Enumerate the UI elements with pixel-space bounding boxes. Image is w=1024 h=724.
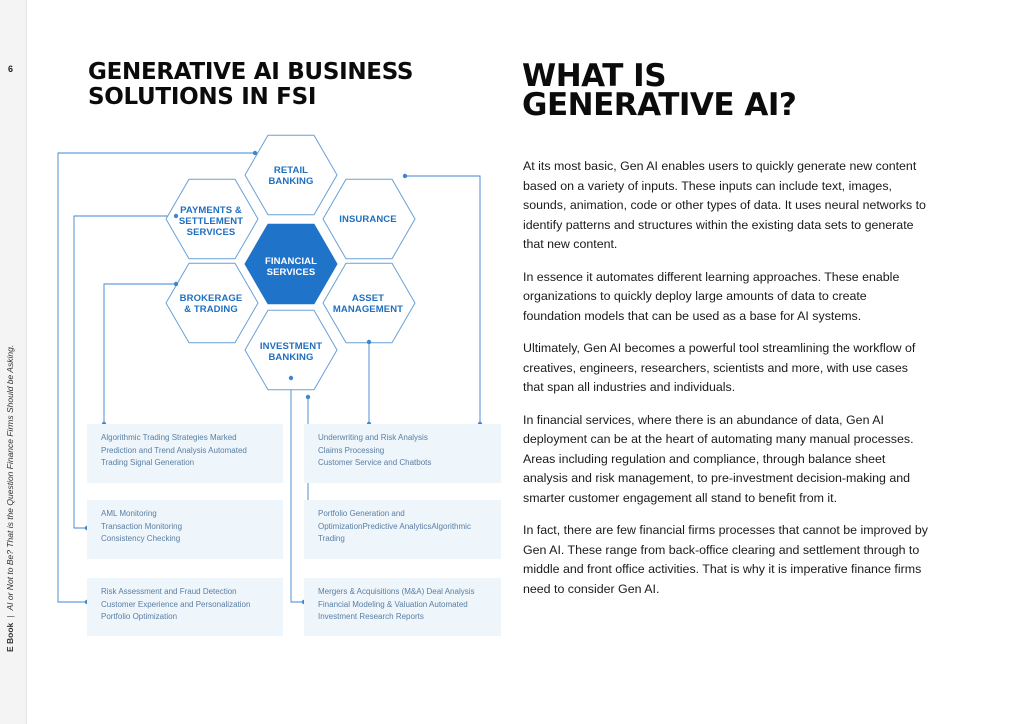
- connector-dot: [252, 150, 258, 156]
- hex-asset-management: ASSET MANAGEMENT: [318, 293, 418, 315]
- hex-label-line: BANKING: [268, 352, 314, 363]
- gen-ai-body: At its most basic, Gen AI enables users …: [523, 157, 928, 612]
- hex-label-line: BROKERAGE: [179, 293, 243, 304]
- use-case-line: Customer Experience and Personalization: [101, 599, 251, 609]
- hex-label-line: SERVICES: [186, 227, 236, 238]
- what-is-title-line: WHAT IS: [522, 58, 667, 94]
- use-case-line: Prediction and Trend Analysis Automated: [101, 445, 247, 455]
- use-case-line: AML Monitoring: [101, 509, 157, 518]
- body-paragraph: Ultimately, Gen AI becomes a powerful to…: [523, 341, 916, 394]
- hexagon-cluster: [165, 134, 416, 391]
- solutions-title-line: SOLUTIONS IN FSI: [88, 84, 317, 110]
- use-case-line: Claims Processing: [318, 445, 385, 455]
- connector-dot: [288, 375, 294, 381]
- hex-label-line: RETAIL: [273, 165, 309, 176]
- hex-label-line: ASSET: [351, 293, 385, 304]
- hex-label-line: INVESTMENT: [259, 341, 323, 352]
- hex-label-line: BANKING: [268, 176, 314, 187]
- use-case-line: Trading: [318, 534, 345, 543]
- connector-insurance: [405, 175, 481, 424]
- hex-payments-shape: [165, 178, 259, 260]
- hex-retail-banking-shape: [244, 134, 338, 216]
- hex-label-line: MANAGEMENT: [332, 304, 404, 315]
- use-case-line: Underwriting and Risk Analysis: [318, 433, 428, 442]
- connector-brokerage: [103, 283, 176, 424]
- hex-financial-services-shape: [244, 223, 338, 305]
- use-case-box-investment-banking: Mergers & Acquisitions (M&A) Deal Analys…: [304, 578, 501, 636]
- hex-payments-settlement: PAYMENTS & SETTLEMENT SERVICES: [161, 205, 261, 238]
- hex-label-line: SETTLEMENT: [178, 216, 244, 227]
- hex-insurance-shape: [322, 178, 416, 260]
- use-case-line: OptimizationPredictive AnalyticsAlgorith…: [318, 521, 471, 531]
- connector-dot: [173, 281, 179, 287]
- hex-financial-services: FINANCIAL SERVICES: [241, 256, 341, 278]
- use-case-box-retail-banking: Risk Assessment and Fraud Detection Cust…: [87, 578, 283, 636]
- solutions-title-line: GENERATIVE AI BUSINESS: [88, 59, 414, 85]
- solutions-title: GENERATIVE AI BUSINESS SOLUTIONS IN FSI: [88, 60, 488, 110]
- body-paragraph: At its most basic, Gen AI enables users …: [523, 159, 926, 251]
- hex-label-line: & TRADING: [184, 304, 238, 315]
- side-strip: [0, 0, 27, 724]
- use-case-line: Investment Research Reports: [318, 612, 424, 621]
- use-case-line: Transaction Monitoring: [101, 521, 183, 531]
- use-case-box-brokerage: Algorithmic Trading Strategies Marked Pr…: [87, 424, 283, 483]
- use-case-box-asset-management: Portfolio Generation and OptimizationPre…: [304, 500, 501, 559]
- hex-brokerage-shape: [165, 262, 259, 344]
- hex-insurance: INSURANCE: [318, 214, 418, 225]
- connector-investment-banking: [290, 378, 304, 603]
- hex-investment-banking-shape: [244, 309, 338, 391]
- what-is-title-line: GENERATIVE AI?: [522, 87, 797, 123]
- connector-retail: [57, 152, 255, 603]
- use-case-box-insurance: Underwriting and Risk Analysis Claims Pr…: [304, 424, 501, 483]
- body-paragraph: In financial services, where there is an…: [523, 412, 914, 505]
- hex-label-line: SERVICES: [266, 267, 316, 278]
- use-case-line: Consistency Checking: [101, 534, 181, 543]
- connector-payments: [73, 215, 176, 529]
- body-paragraph: In fact, there are few financial firms p…: [523, 523, 928, 596]
- connector-dot: [173, 213, 179, 219]
- use-case-line: Trading Signal Generation: [101, 458, 195, 467]
- hex-asset-management-shape: [322, 262, 416, 344]
- what-is-gen-ai-title: WHAT IS GENERATIVE AI?: [522, 58, 797, 123]
- connector-dot: [366, 339, 372, 345]
- body-paragraph: In essence it automates different learni…: [523, 269, 900, 323]
- hex-retail-banking: RETAIL BANKING: [241, 165, 341, 187]
- use-case-line: Portfolio Generation and: [318, 509, 405, 518]
- connector-dot: [402, 173, 408, 179]
- page-number: 6: [8, 64, 14, 74]
- use-case-line: Customer Service and Chatbots: [318, 458, 432, 467]
- use-case-line: Risk Assessment and Fraud Detection: [101, 587, 237, 596]
- hex-label-line: FINANCIAL: [264, 256, 318, 267]
- use-case-line: Financial Modeling & Valuation Automated: [318, 599, 468, 609]
- use-case-line: Algorithmic Trading Strategies Marked: [101, 433, 237, 442]
- use-case-box-payments: AML Monitoring Transaction Monitoring Co…: [87, 500, 283, 559]
- use-case-line: Mergers & Acquisitions (M&A) Deal Analys…: [318, 587, 475, 596]
- hex-label-line: PAYMENTS &: [180, 205, 242, 216]
- use-case-line: Portfolio Optimization: [101, 612, 178, 621]
- hex-brokerage-trading: BROKERAGE & TRADING: [161, 293, 261, 315]
- hex-label-line: INSURANCE: [339, 214, 397, 225]
- connector-dot: [305, 394, 311, 400]
- hex-investment-banking: INVESTMENT BANKING: [241, 341, 341, 363]
